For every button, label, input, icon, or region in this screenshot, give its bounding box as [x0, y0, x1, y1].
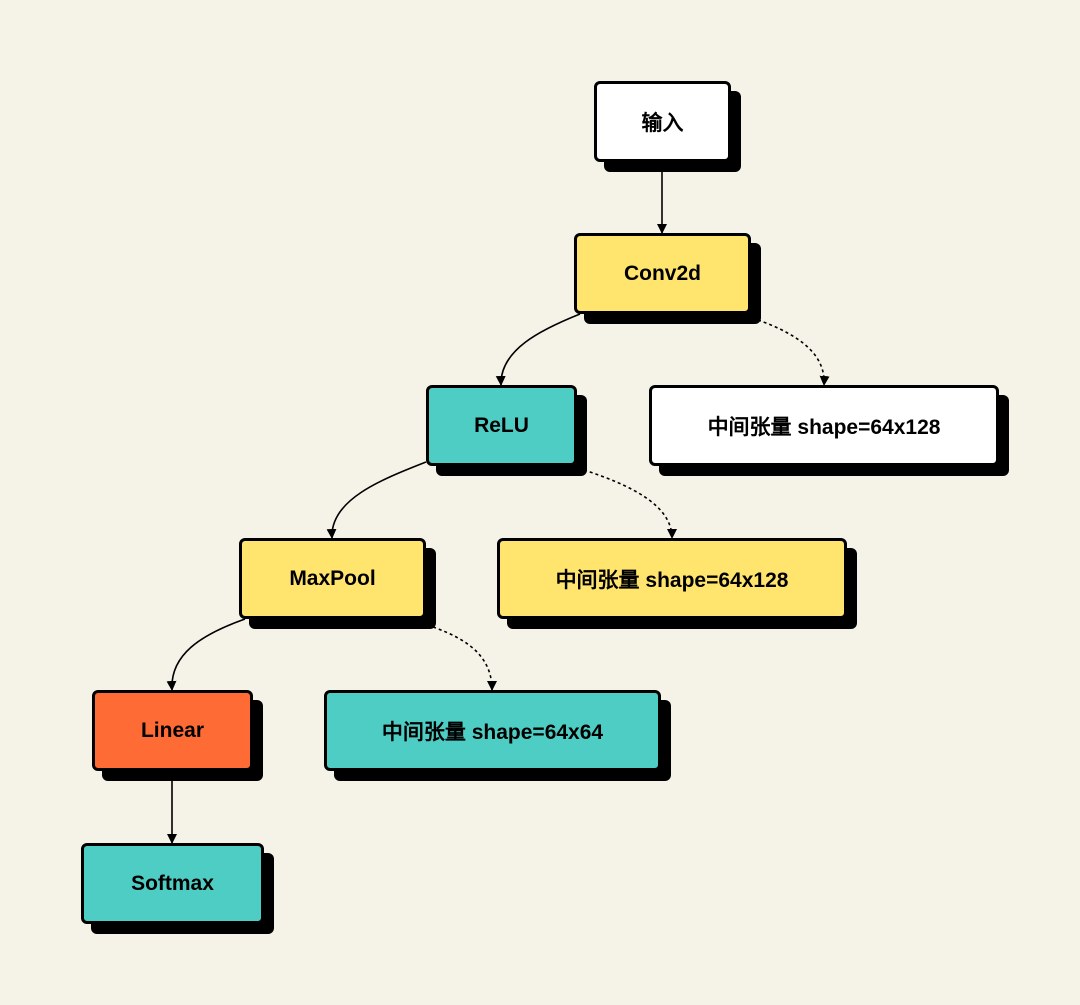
edge-maxpool-linear [166, 618, 246, 691]
node-linear: Linear [92, 690, 253, 771]
node-relu-label: ReLU [474, 413, 529, 437]
edge-relu-t2 [583, 469, 677, 539]
node-linear-label: Linear [140, 718, 205, 742]
node-tensor-relu-output: 中间张量 shape=64x128 [497, 538, 847, 619]
node-input: 输入 [594, 81, 731, 162]
node-tensor-relu-output-label: 中间张量 shape=64x128 [555, 568, 789, 592]
node-conv2d: Conv2d [574, 233, 751, 314]
node-maxpool: MaxPool [239, 538, 426, 619]
edge-relu-maxpool [326, 461, 427, 539]
node-input-label: 输入 [641, 111, 684, 135]
node-tensor-maxpool-output: 中间张量 shape=64x64 [324, 690, 661, 771]
node-relu: ReLU [426, 385, 577, 466]
node-tensor-maxpool-output-label: 中间张量 shape=64x64 [381, 720, 604, 744]
node-maxpool-label: MaxPool [289, 566, 376, 590]
node-tensor-conv2d-output: 中间张量 shape=64x128 [649, 385, 999, 466]
node-tensor-conv2d-output-label: 中间张量 shape=64x128 [707, 415, 941, 439]
edge-maxpool-t3 [432, 626, 497, 691]
node-softmax-label: Softmax [131, 871, 214, 895]
node-softmax: Softmax [81, 843, 264, 924]
edge-conv2d-relu [495, 313, 581, 386]
node-conv2d-label: Conv2d [623, 261, 701, 285]
edge-conv2d-t1 [757, 319, 830, 386]
